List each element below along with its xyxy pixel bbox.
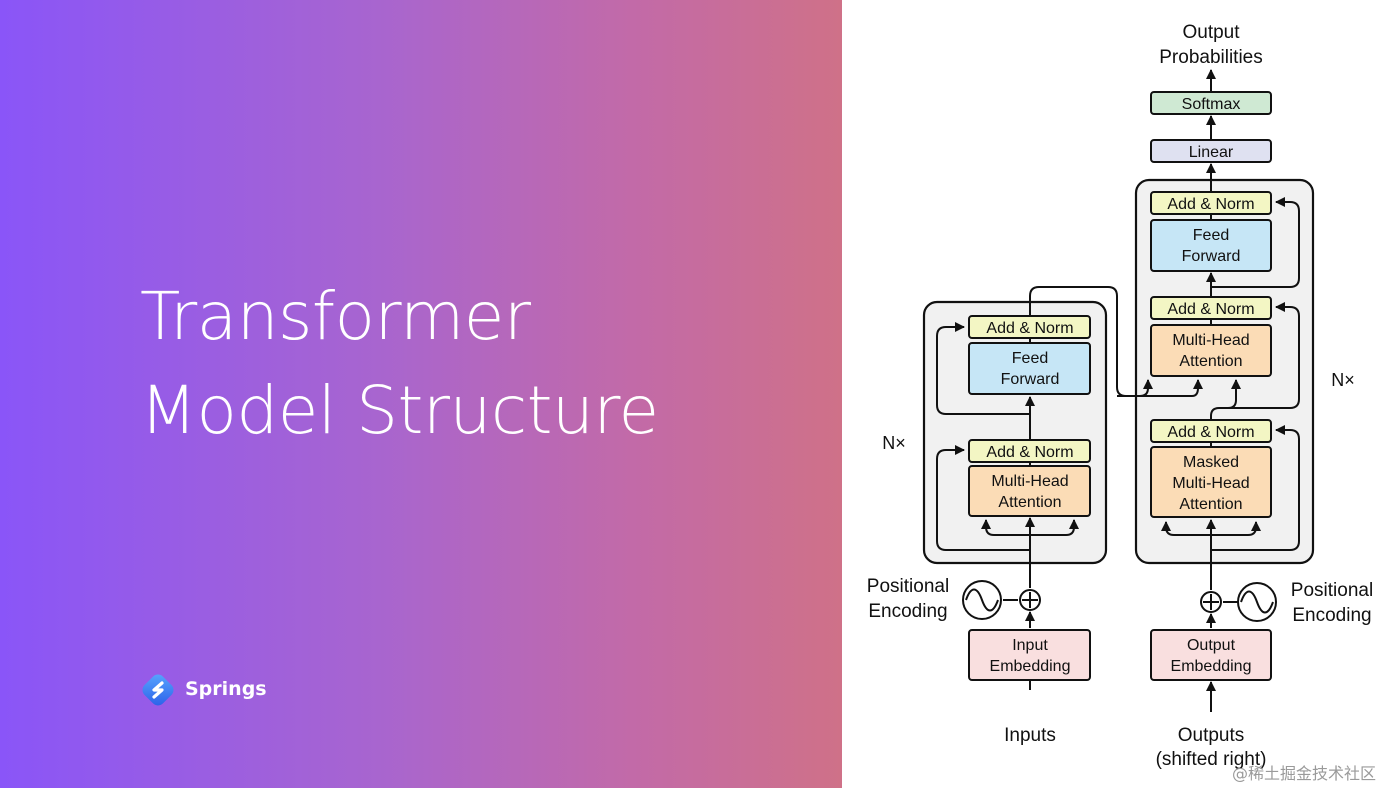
linear-box [1150, 139, 1272, 163]
decoder-add-norm-1 [1150, 419, 1272, 443]
decoder-nx-label: N× [1331, 370, 1355, 390]
masked-attention-line-1: Masked [1183, 454, 1239, 471]
slide-title-line-1: Transformer [140, 278, 531, 355]
output-probabilities-line-1: Output [1182, 22, 1240, 43]
input-embedding-line-2: Embedding [990, 658, 1071, 675]
decoder-feed-forward [1150, 219, 1272, 272]
input-embedding [968, 629, 1091, 681]
output-embedding-line-2: Embedding [1171, 658, 1252, 675]
encoder-attention-line-2: Attention [998, 494, 1061, 511]
encoder-nx-label: N× [882, 433, 906, 453]
outputs-label-2: (shifted right) [1156, 749, 1267, 770]
encoder-feed-forward [968, 342, 1091, 395]
decoder-feed-forward-line-2: Forward [1182, 248, 1241, 265]
output-probabilities-line-2: Probabilities [1159, 47, 1263, 68]
transformer-diagram: Add & Norm Feed Forward Add & Norm Multi… [867, 22, 1373, 770]
encoder-multi-head-attention [968, 465, 1091, 517]
encoder-block [922, 300, 1108, 565]
encoder-add-norm-1 [968, 439, 1091, 463]
decoder-add-norm-3 [1150, 191, 1272, 215]
decoder-attention-line-1: Multi-Head [1172, 332, 1249, 349]
output-embedding-line-1: Output [1187, 637, 1236, 654]
masked-attention-line-2: Multi-Head [1172, 475, 1249, 492]
decoder-add-norm-1-label: Add & Norm [1167, 424, 1254, 441]
masked-attention-line-3: Attention [1179, 496, 1242, 513]
linear-label: Linear [1189, 144, 1234, 161]
springs-logo-icon [142, 674, 174, 706]
encoder-add-norm-2 [968, 315, 1091, 339]
encoder-feed-forward-line-1: Feed [1012, 350, 1048, 367]
softmax-box [1150, 91, 1272, 115]
encoder-add-norm-2-label: Add & Norm [986, 320, 1073, 337]
decoder-add-norm-2 [1150, 296, 1272, 320]
outputs-label-1: Outputs [1178, 725, 1245, 746]
brand-name: Springs [185, 678, 267, 700]
decoder-attention-line-2: Attention [1179, 353, 1242, 370]
decoder-add-norm-3-label: Add & Norm [1167, 196, 1254, 213]
decoder-positional-label-1: Positional [1291, 580, 1373, 601]
decoder-multi-head-attention [1150, 324, 1272, 377]
encoder-positional-label-2: Encoding [868, 601, 947, 622]
encoder-add-norm-1-label: Add & Norm [986, 444, 1073, 461]
title-panel: Transformer Model Structure Springs [0, 0, 842, 788]
output-embedding [1150, 629, 1272, 681]
softmax-label: Softmax [1182, 96, 1241, 113]
encoder-feed-forward-line-2: Forward [1001, 371, 1060, 388]
decoder-add-norm-2-label: Add & Norm [1167, 301, 1254, 318]
slide-title-line-2: Model Structure [140, 372, 659, 449]
encoder-attention-line-1: Multi-Head [991, 473, 1068, 490]
watermark: @稀土掘金技术社区 [1232, 764, 1377, 783]
decoder-positional-label-2: Encoding [1292, 605, 1371, 626]
decoder-masked-attention [1150, 446, 1272, 518]
encoder-positional-label-1: Positional [867, 576, 949, 597]
inputs-label: Inputs [1004, 725, 1056, 746]
input-embedding-line-1: Input [1012, 637, 1048, 654]
decoder-feed-forward-line-1: Feed [1193, 227, 1229, 244]
